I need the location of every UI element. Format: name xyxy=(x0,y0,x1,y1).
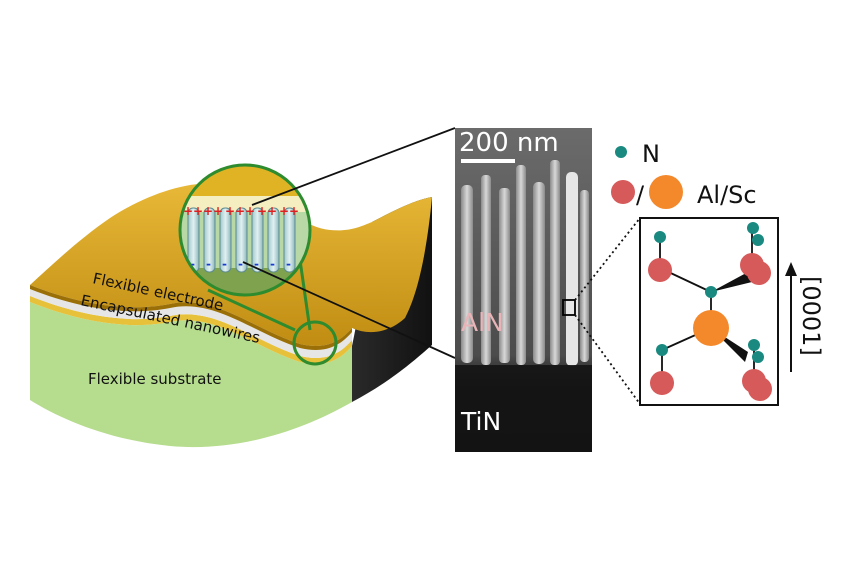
nanowire-lower-edge xyxy=(30,296,352,365)
nanowire-tubes xyxy=(187,207,296,273)
svg-text:+: + xyxy=(289,204,299,218)
svg-text:+: + xyxy=(183,204,193,218)
legend-metal-label: Al/Sc xyxy=(697,181,757,209)
svg-text:+: + xyxy=(257,204,267,218)
direction-indicator: [0001] xyxy=(785,262,825,372)
aln-label: AlN xyxy=(461,308,504,337)
sem-image: 200 nm AlN TiN xyxy=(455,128,592,452)
zoom-source-circle xyxy=(292,320,338,366)
svg-text:-: - xyxy=(286,257,291,271)
svg-text:+: + xyxy=(245,204,255,218)
electrode-front-edge xyxy=(30,285,352,351)
direction-label: [0001] xyxy=(797,276,825,356)
svg-text:-: - xyxy=(190,257,195,271)
crystal-legend: N / Al/Sc xyxy=(611,140,757,209)
negative-charge-icon: --- --- - xyxy=(190,257,291,271)
positive-charge-icon: +++ +++ +++ ++ xyxy=(183,204,299,218)
svg-text:-: - xyxy=(254,257,259,271)
svg-text:-: - xyxy=(270,257,275,271)
svg-text:+: + xyxy=(193,204,203,218)
scale-bar-label: 200 nm xyxy=(459,128,559,158)
legend-nitrogen-atom xyxy=(615,146,627,158)
svg-text:+: + xyxy=(267,204,277,218)
svg-text:-: - xyxy=(222,257,227,271)
substrate-layer xyxy=(30,302,352,448)
svg-text:+: + xyxy=(279,204,289,218)
nanowire-layer xyxy=(30,285,352,359)
svg-text:-: - xyxy=(206,257,211,271)
svg-text:+: + xyxy=(203,204,213,218)
svg-text:+: + xyxy=(213,204,223,218)
svg-text:+: + xyxy=(225,204,235,218)
arrow-up-icon xyxy=(785,262,797,276)
zoom-box-icon xyxy=(562,299,576,316)
svg-text:-: - xyxy=(238,257,243,271)
legend-al-atom xyxy=(611,180,635,204)
substrate-label: Flexible substrate xyxy=(88,370,222,388)
legend-sc-atom xyxy=(649,175,683,209)
legend-n-label: N xyxy=(642,140,660,168)
zoom-circle xyxy=(178,163,312,297)
tin-label: TiN xyxy=(460,407,501,436)
crystal-structure xyxy=(639,217,779,406)
sem-nanowires xyxy=(461,160,589,366)
legend-separator: / xyxy=(636,181,645,209)
svg-text:+: + xyxy=(235,204,245,218)
